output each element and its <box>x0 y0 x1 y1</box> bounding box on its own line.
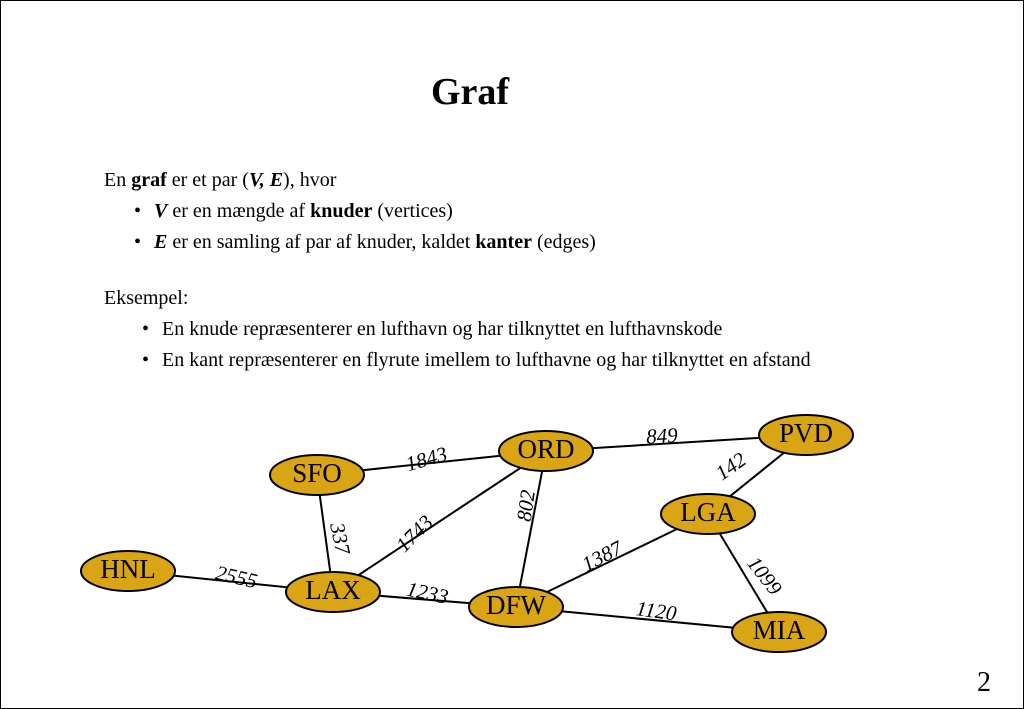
bullet-icon: • <box>142 349 150 371</box>
node-label: MIA <box>753 615 806 645</box>
edge-label-sfo-lax: 337 <box>325 520 356 558</box>
node-mia: MIA <box>731 611 827 653</box>
node-label: DFW <box>486 590 547 620</box>
definition-line: En graf er et par (V, E), hvor <box>104 165 811 196</box>
slide-title: Graf <box>430 71 510 113</box>
example-item-text: En knude repræsenterer en lufthavn og ha… <box>162 318 723 340</box>
node-ellipse <box>80 550 176 592</box>
edge-label-lga-dfw: 1387 <box>578 535 628 576</box>
edge-label-hnl-lax: 2555 <box>213 560 259 593</box>
edge-label-sfo-ord: 1843 <box>403 442 450 477</box>
example-heading: Eksempel: <box>104 287 189 309</box>
node-ellipse <box>758 414 854 456</box>
node-ellipse <box>468 586 564 628</box>
node-ellipse <box>731 611 827 653</box>
term-e: E <box>154 231 168 253</box>
node-hnl: HNL <box>80 550 176 592</box>
node-ellipse <box>285 571 381 613</box>
bullet-icon: • <box>134 231 142 253</box>
nodes-layer: ORD PVD SFO LGA HNL LAX DFW MIA <box>80 414 854 653</box>
definition-bullet-e: • E er en samling af par af knuder, kalde… <box>104 227 811 258</box>
edge-label-dfw-mia: 1120 <box>635 596 679 625</box>
page-number: 2 <box>977 667 991 698</box>
node-ellipse <box>269 454 365 496</box>
bullet-icon: • <box>134 200 142 222</box>
term-v: V <box>154 200 168 222</box>
node-label: PVD <box>779 418 833 448</box>
definition-text: En <box>104 169 132 191</box>
bullet-text: (vertices) <box>372 200 453 222</box>
node-label: ORD <box>517 434 574 464</box>
node-lax: LAX <box>285 571 381 613</box>
node-ord: ORD <box>498 430 594 472</box>
slide-body-text: En graf er et par (V, E), hvor • V er en … <box>104 165 811 376</box>
edge-label-ord-pvd: 849 <box>646 423 679 449</box>
term-graf: graf <box>131 169 167 191</box>
node-dfw: DFW <box>468 586 564 628</box>
node-label: LAX <box>305 575 361 605</box>
node-label: HNL <box>100 554 156 584</box>
node-ellipse <box>498 430 594 472</box>
node-sfo: SFO <box>269 454 365 496</box>
edge-ord-dfw <box>515 450 547 608</box>
node-label: LGA <box>680 497 736 527</box>
example-item-2: • En kant repræsenterer en flyrute imelle… <box>104 345 811 376</box>
bullet-icon: • <box>142 318 150 340</box>
term-knuder: knuder <box>310 200 373 222</box>
edge-label-lax-dfw: 1233 <box>404 577 450 609</box>
node-label: SFO <box>292 458 342 488</box>
edge-label-ord-dfw: 802 <box>512 488 540 523</box>
term-ve: V, E <box>248 169 284 191</box>
node-lga: LGA <box>660 493 756 535</box>
example-item-text: En kant repræsenterer en flyrute imellem… <box>162 349 811 371</box>
bullet-text: er en samling af par af knuder, kaldet <box>167 231 476 253</box>
example-item-1: • En knude repræsenterer en lufthavn og h… <box>104 314 811 345</box>
definition-text: ), hvor <box>283 169 337 191</box>
edge-lax-ord <box>332 450 547 593</box>
node-pvd: PVD <box>758 414 854 456</box>
edge-label-lga-mia: 1099 <box>742 552 787 600</box>
definition-bullet-v: • V er en mængde af knuder (vertices) <box>104 196 811 227</box>
term-kanter: kanter <box>475 231 532 253</box>
node-ellipse <box>660 493 756 535</box>
bullet-text: er en mængde af <box>167 200 311 222</box>
definition-text: er et par ( <box>166 169 249 191</box>
edge-label-pvd-lga: 142 <box>711 447 751 485</box>
bullet-text: (edges) <box>531 231 596 253</box>
